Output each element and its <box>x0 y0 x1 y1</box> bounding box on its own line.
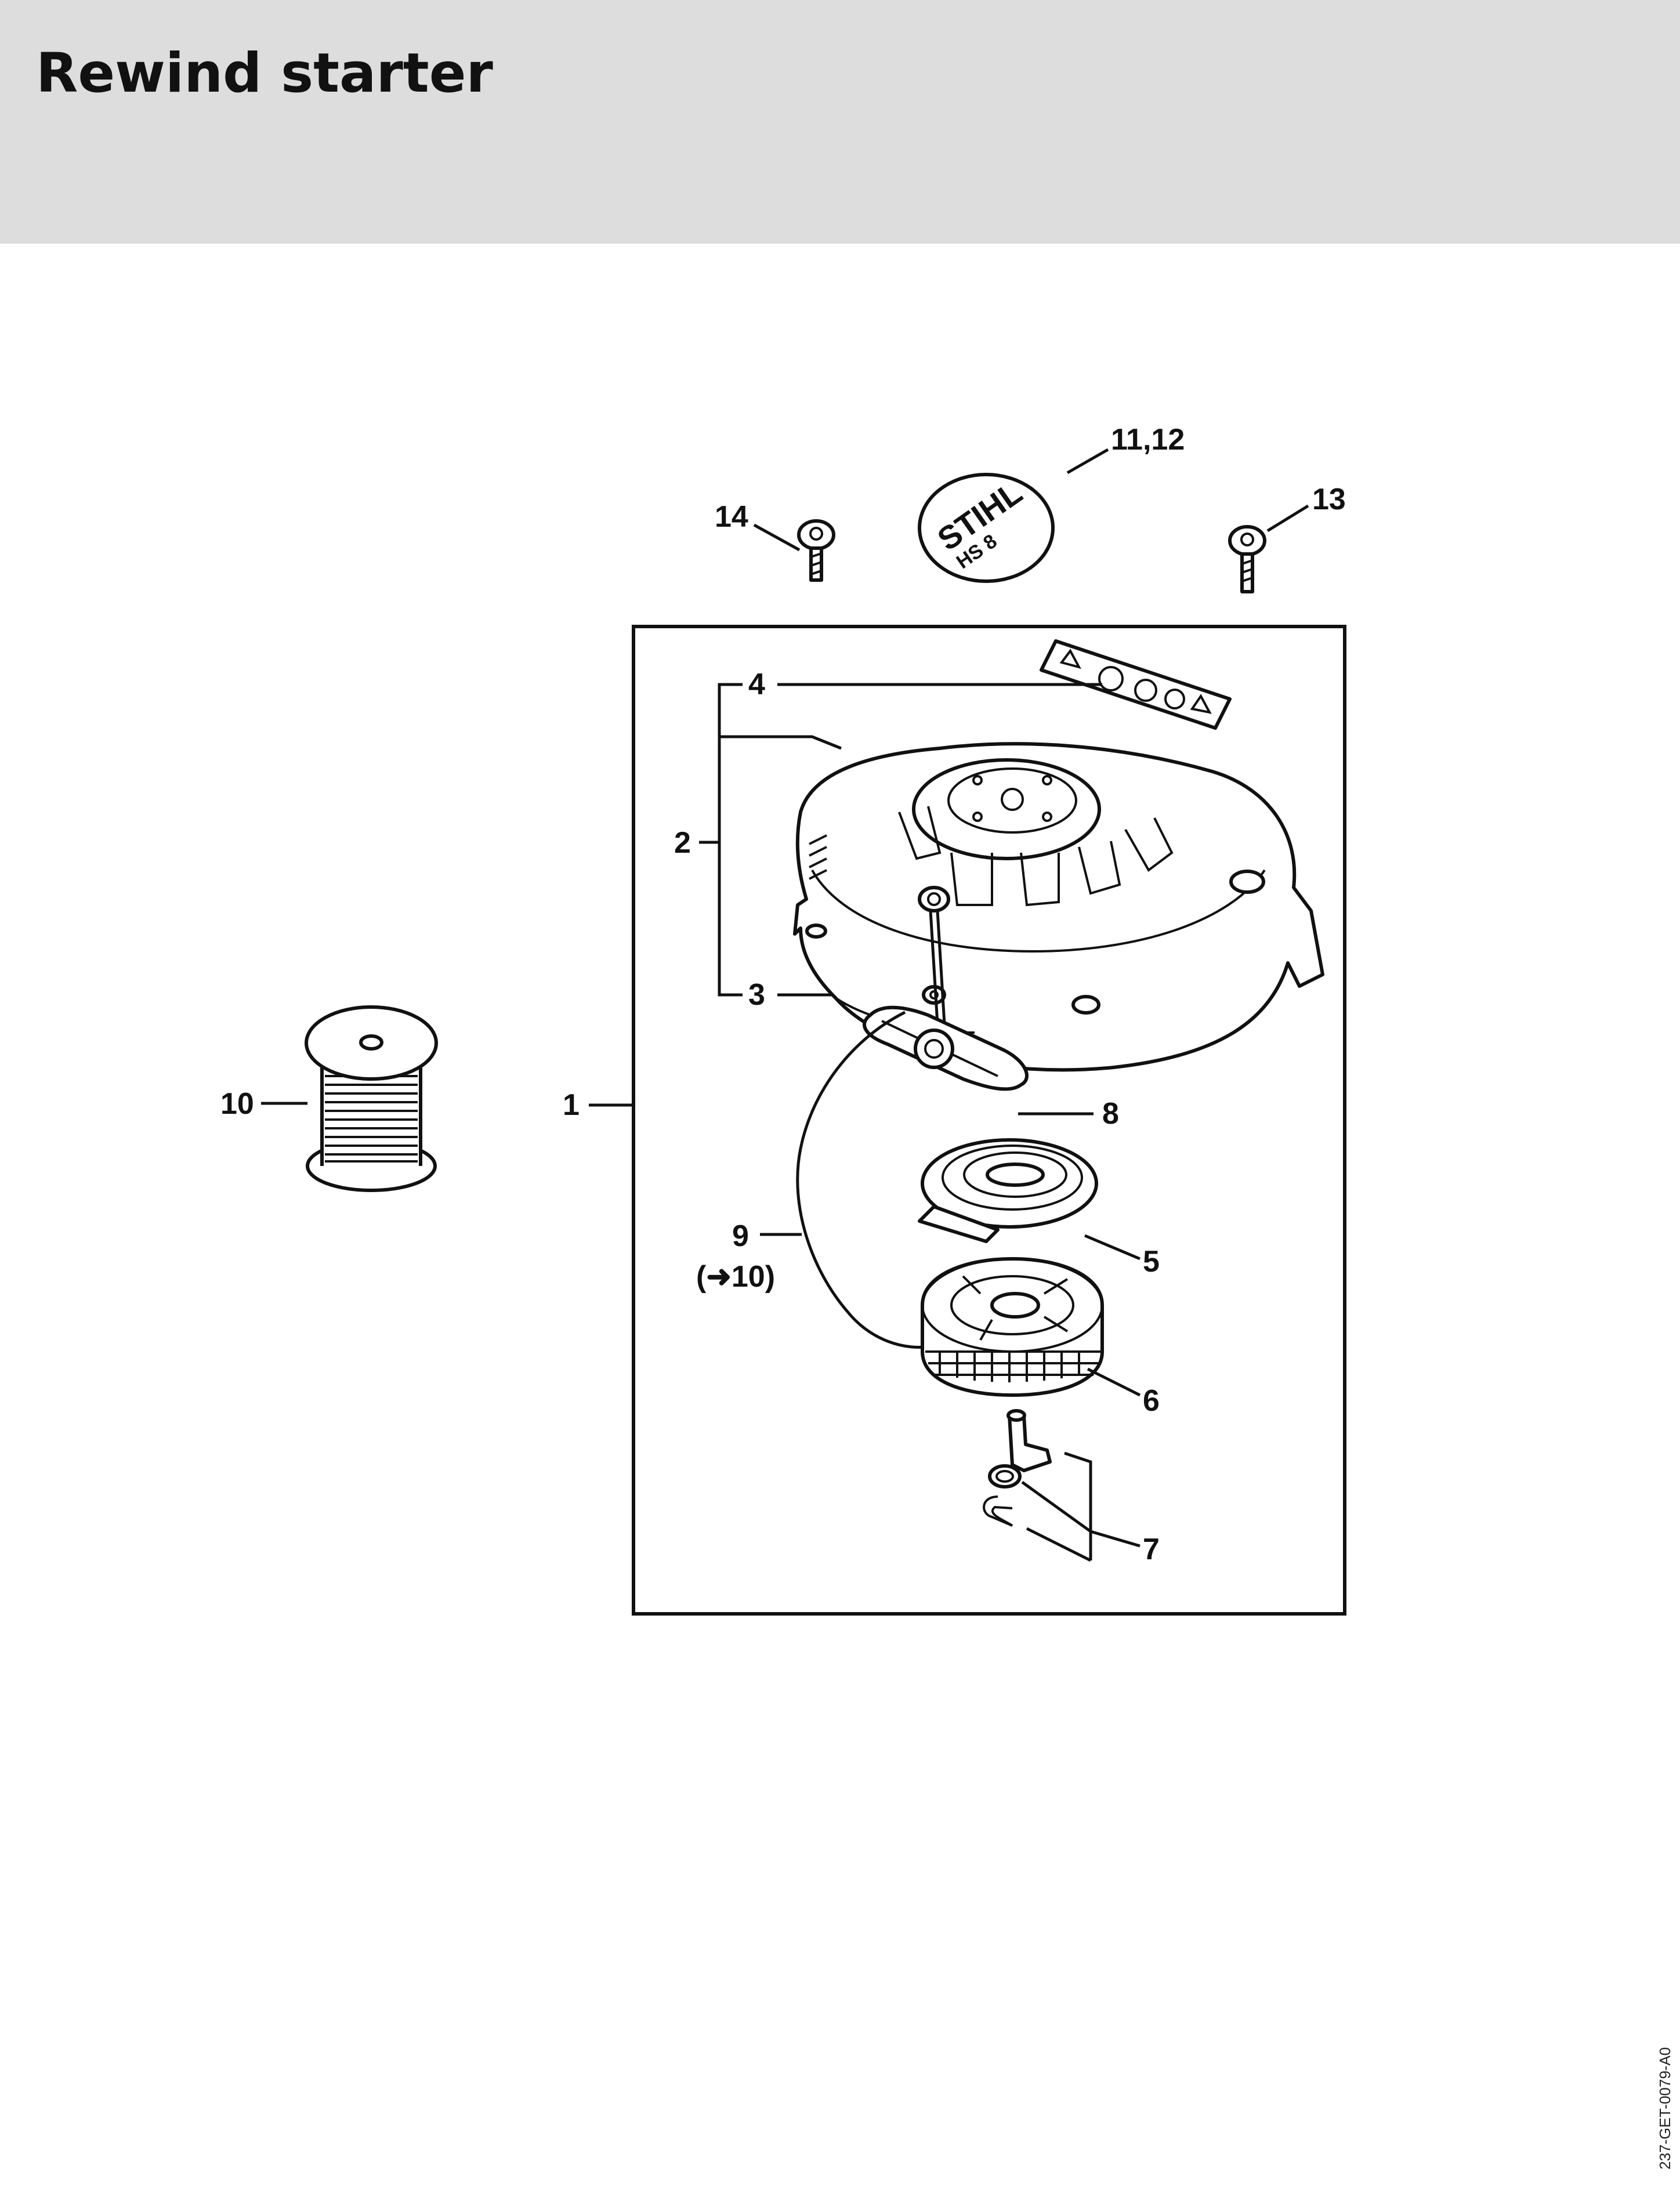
assembly-frame <box>632 625 1346 1616</box>
label-10: 10 <box>220 1087 254 1121</box>
screw-part-14[interactable] <box>797 519 835 582</box>
bracket-2 <box>718 683 842 997</box>
label-9: 9 <box>732 1219 749 1253</box>
label-11-12: 11,12 <box>1111 423 1185 457</box>
starter-rope-part-9[interactable] <box>796 1011 935 1349</box>
warning-decal-part-4[interactable] <box>1040 639 1232 730</box>
rope-spool-part-10[interactable] <box>305 1005 438 1192</box>
page-title: Rewind starter <box>36 42 493 105</box>
bracket-7 <box>1021 1451 1092 1562</box>
pawl-part-7[interactable] <box>1006 1409 1052 1472</box>
label-4: 4 <box>748 668 765 701</box>
screw-part-13[interactable] <box>1228 525 1266 593</box>
label-7: 7 <box>1143 1533 1160 1566</box>
leader-6 <box>1087 1367 1141 1397</box>
rope-rotor-part-6[interactable] <box>921 1257 1104 1397</box>
leader-7 <box>1090 1530 1140 1548</box>
spring-clip-part-7[interactable] <box>983 1495 1013 1527</box>
leader-11-12 <box>1066 448 1109 475</box>
label-2: 2 <box>674 826 691 860</box>
label-14: 14 <box>715 500 748 534</box>
leader-5 <box>1084 1234 1140 1261</box>
label-13: 13 <box>1312 483 1346 516</box>
washer-part-7[interactable] <box>988 1464 1022 1489</box>
starter-grip-part-8[interactable] <box>863 1005 1029 1091</box>
leader-14 <box>753 523 801 552</box>
leader-13 <box>1266 504 1309 533</box>
stihl-decal-part-11-12[interactable]: STIHL HS 8 <box>918 473 1055 583</box>
label-3: 3 <box>748 978 765 1012</box>
label-8: 8 <box>1102 1097 1119 1131</box>
label-5: 5 <box>1143 1245 1160 1279</box>
page-header: Rewind starter <box>0 0 1680 244</box>
document-code: 237-GET-0079-A0 <box>1656 2047 1674 2170</box>
label-1: 1 <box>563 1088 580 1122</box>
label-6: 6 <box>1143 1384 1160 1418</box>
rewind-spring-part-5[interactable] <box>918 1138 1098 1243</box>
label-9-reference: (➜10) <box>696 1260 775 1294</box>
